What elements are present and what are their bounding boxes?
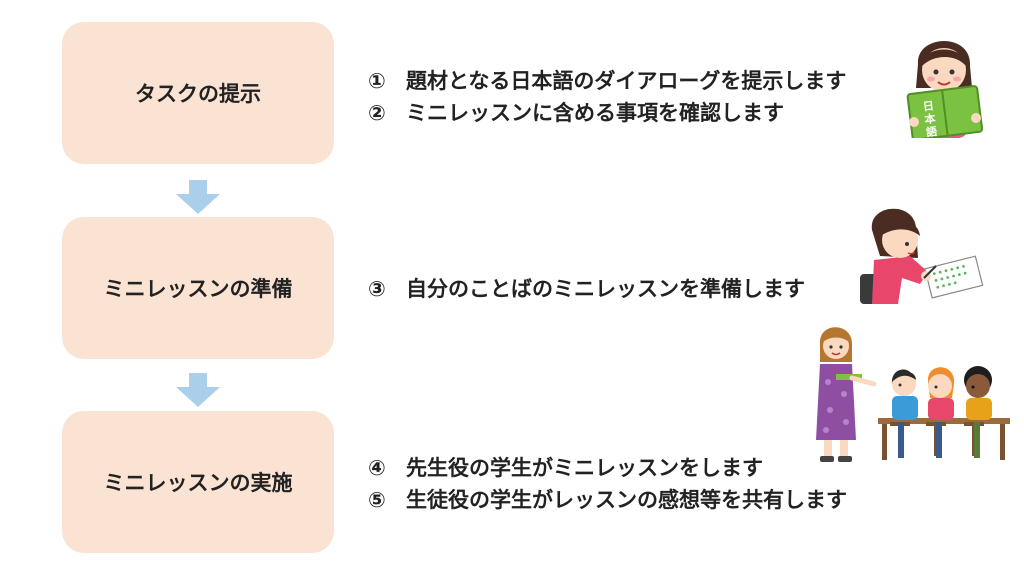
step-box-lesson-preparation: ミニレッスンの準備 — [62, 217, 334, 359]
teacher-and-students-illustration — [816, 327, 1010, 462]
svg-text:語: 語 — [925, 124, 938, 138]
svg-text:日: 日 — [922, 99, 935, 113]
item-line: ③ 自分のことばのミニレッスンを準備します — [368, 273, 805, 303]
step-box-lesson-implementation: ミニレッスンの実施 — [62, 411, 334, 553]
step-label: ミニレッスンの実施 — [103, 471, 293, 495]
down-arrow-icon — [176, 180, 220, 214]
item-line: ② ミニレッスンに含める事項を確認します — [368, 97, 784, 127]
svg-text:本: 本 — [924, 111, 937, 126]
step-label: タスクの提示 — [135, 82, 261, 106]
item-number: ④ — [368, 456, 386, 480]
item-number: ② — [368, 101, 386, 125]
item-text: 先生役の学生がミニレッスンをします — [406, 456, 763, 480]
item-line: ① 題材となる日本語のダイアローグを提示します — [368, 65, 846, 95]
girl-writing-illustration — [860, 208, 984, 304]
step-box-task-presentation: タスクの提示 — [62, 22, 334, 164]
girl-reading-book-illustration: 日 本 語 — [906, 41, 984, 138]
down-arrow-icon — [176, 373, 220, 407]
item-number: ⑤ — [368, 488, 386, 512]
item-number: ① — [368, 69, 386, 93]
item-line: ⑤ 生徒役の学生がレッスンの感想等を共有します — [368, 484, 847, 514]
item-line: ④ 先生役の学生がミニレッスンをします — [368, 452, 763, 482]
step-label: ミニレッスンの準備 — [103, 277, 293, 301]
item-text: ミニレッスンに含める事項を確認します — [406, 101, 784, 125]
item-text: 自分のことばのミニレッスンを準備します — [406, 277, 805, 301]
item-text: 生徒役の学生がレッスンの感想等を共有します — [406, 488, 847, 512]
item-text: 題材となる日本語のダイアローグを提示します — [406, 69, 847, 93]
item-number: ③ — [368, 277, 386, 301]
